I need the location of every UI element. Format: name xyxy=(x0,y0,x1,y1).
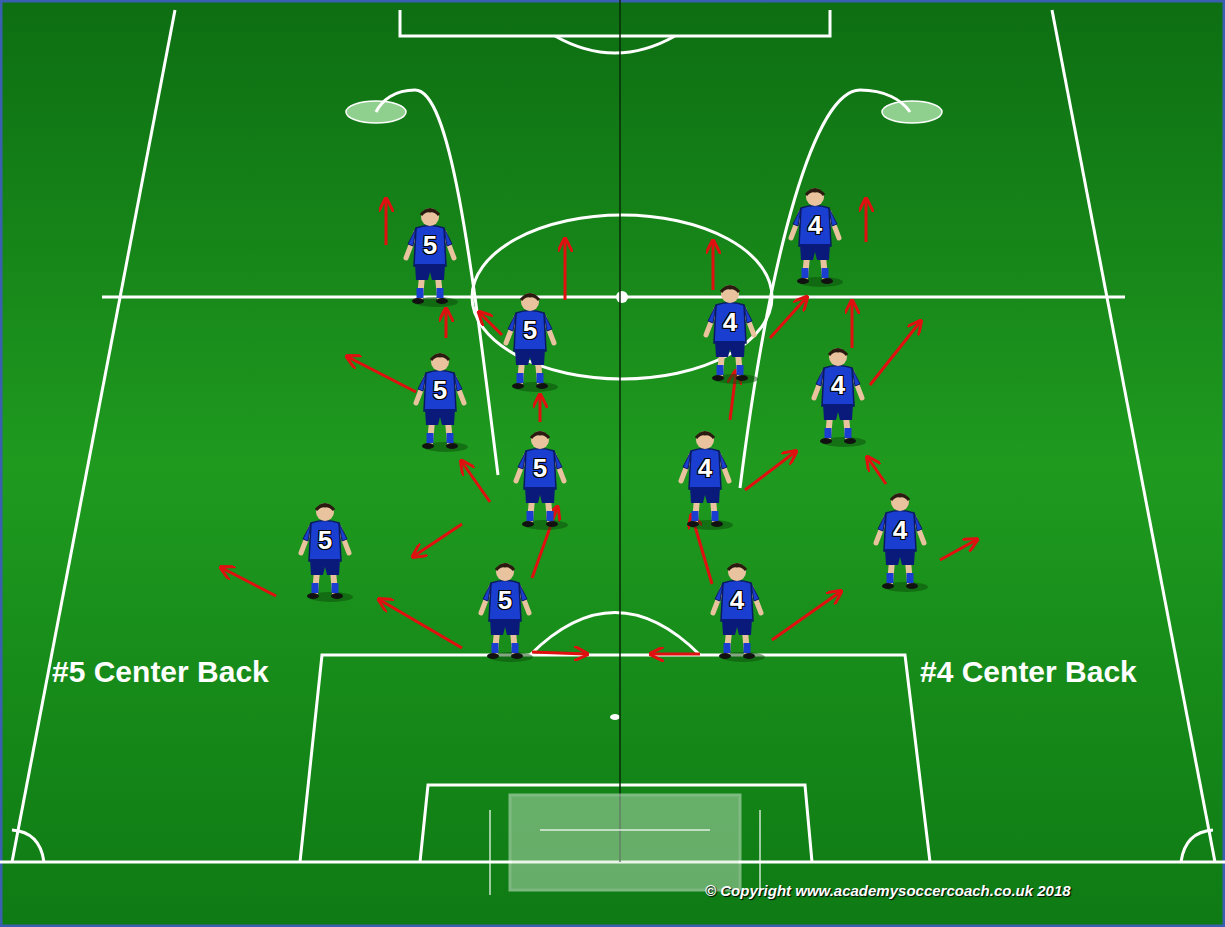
jersey-number: 4 xyxy=(808,210,822,241)
jersey-number: 5 xyxy=(433,375,447,406)
jersey-number: 5 xyxy=(318,525,332,556)
jersey-number: 4 xyxy=(893,515,907,546)
ball-paths xyxy=(376,90,910,488)
jersey-number: 4 xyxy=(831,370,845,401)
jersey-number: 5 xyxy=(523,315,537,346)
jersey-number: 5 xyxy=(533,453,547,484)
players xyxy=(301,188,928,662)
jersey-number: 5 xyxy=(423,230,437,261)
run-arrows xyxy=(222,200,976,654)
goal xyxy=(490,795,760,895)
jersey-number: 4 xyxy=(698,453,712,484)
copyright-watermark: © Copyright www.academysoccercoach.co.uk… xyxy=(705,882,1071,899)
position-label: #4 Center Back xyxy=(920,655,1137,689)
position-label: #5 Center Back xyxy=(52,655,269,689)
jersey-number: 5 xyxy=(498,585,512,616)
jersey-number: 4 xyxy=(730,585,744,616)
jersey-number: 4 xyxy=(723,307,737,338)
